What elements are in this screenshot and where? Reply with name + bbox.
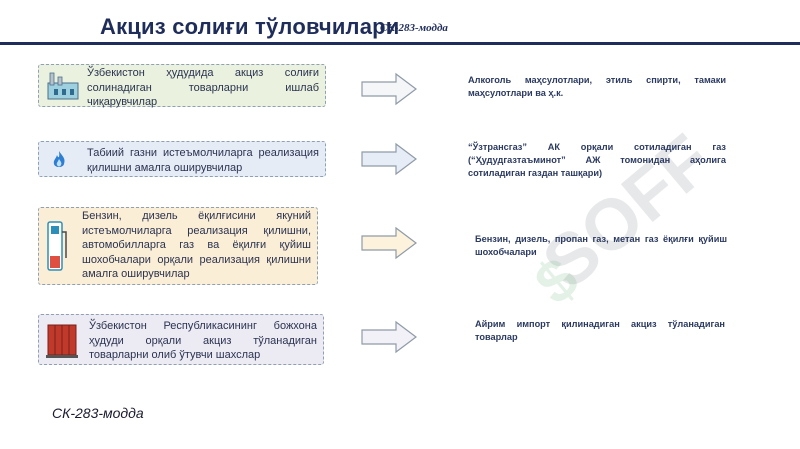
footer-article-reference: СК-283-модда bbox=[52, 405, 144, 421]
payer-text: Бензин, дизель ёқилғисини якуний истеъмо… bbox=[82, 210, 311, 280]
watermark-logo: SOFF $ bbox=[522, 120, 727, 318]
payer-box-fuel-sellers: Бензин, дизель ёқилғисини якуний истеъмо… bbox=[38, 207, 318, 285]
page-title: Акциз солиғи тўловчилари bbox=[100, 14, 400, 39]
arrow-right-icon bbox=[361, 142, 417, 176]
page-subtitle: СК-283-модда bbox=[380, 22, 448, 34]
customs-cargo-icon bbox=[46, 324, 78, 358]
payer-text: Ўзбекистон Республикасининг божхона ҳуду… bbox=[89, 320, 317, 361]
payer-text: Ўзбекистон ҳудудида акциз солиғи солинад… bbox=[87, 67, 319, 108]
payer-box-producers: Ўзбекистон ҳудудида акциз солиғи солинад… bbox=[38, 64, 326, 108]
header-divider bbox=[0, 42, 800, 45]
result-text: Айрим импорт қилинадиган акциз тўланадиг… bbox=[475, 319, 725, 342]
result-text: Алкоголь маҳсулотлари, этиль спирти, там… bbox=[468, 75, 726, 98]
arrow-right-icon bbox=[361, 320, 417, 354]
payer-box-importers: Ўзбекистон Республикасининг божхона ҳуду… bbox=[38, 314, 324, 365]
factory-icon bbox=[47, 72, 79, 100]
result-text: “Ўзтрансгаз” АК орқали сотиладиган газ (… bbox=[468, 142, 726, 178]
payer-box-gas-sellers: Табиий газни истеъмолчиларга реализация … bbox=[38, 141, 326, 177]
arrow-right-icon bbox=[361, 72, 417, 106]
payer-text: Табиий газни истеъмолчиларга реализация … bbox=[87, 147, 319, 174]
fuel-pump-icon bbox=[47, 221, 67, 271]
gas-flame-icon bbox=[53, 151, 65, 167]
arrow-right-icon bbox=[361, 226, 417, 260]
result-text: Бензин, дизель, пропан газ, метан газ ёқ… bbox=[475, 234, 727, 257]
